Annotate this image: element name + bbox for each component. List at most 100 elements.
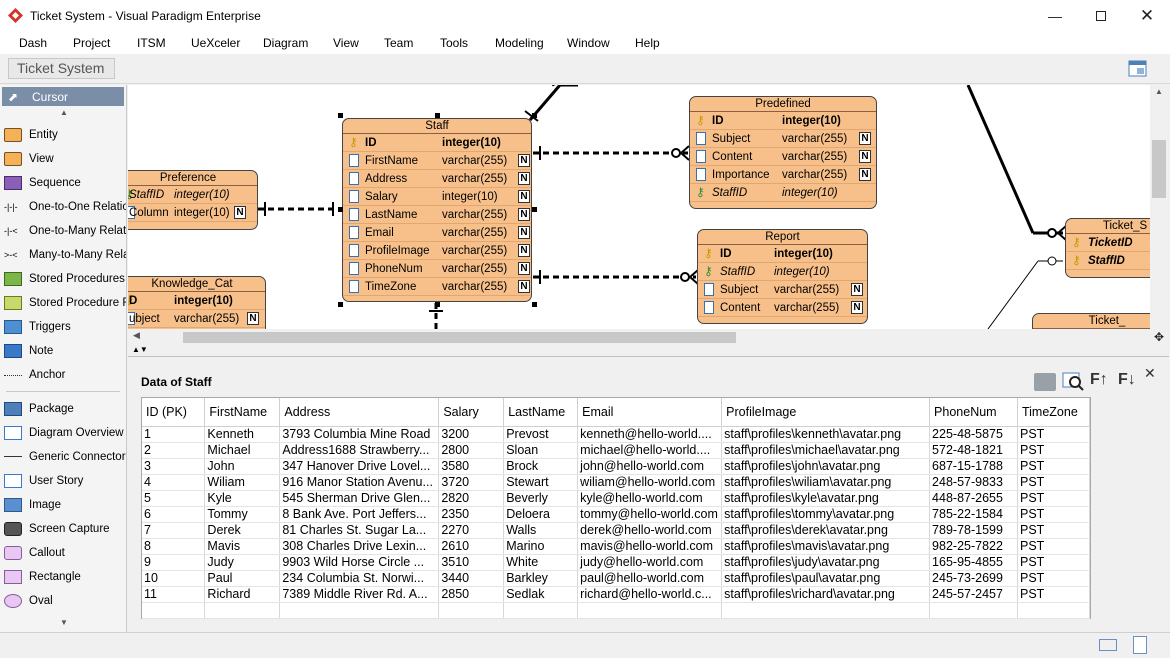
table-cell[interactable]: tommy@hello-world.com xyxy=(577,506,723,523)
table-cell[interactable]: kenneth@hello-world.... xyxy=(577,426,723,443)
table-cell[interactable]: PST xyxy=(1017,538,1091,555)
menu-help[interactable]: Help xyxy=(635,36,660,50)
table-cell[interactable]: staff\profiles\richard\avatar.png xyxy=(721,586,931,603)
table-cell[interactable]: 248-57-9833 xyxy=(929,474,1018,491)
table-cell[interactable]: Michael xyxy=(204,442,281,459)
scroll-down-icon[interactable]: ▼ xyxy=(60,618,68,627)
search-table-icon[interactable] xyxy=(1062,371,1084,391)
palette-item-one-to-many[interactable]: -|-<One-to-Many Relation xyxy=(4,225,126,237)
palette-item-callout[interactable]: Callout xyxy=(4,543,126,563)
palette-item-diagram-overview[interactable]: Diagram Overview xyxy=(4,423,126,443)
table-cell[interactable]: 3440 xyxy=(438,570,505,587)
table-cell[interactable]: PST xyxy=(1017,570,1091,587)
table-cell[interactable]: PST xyxy=(1017,586,1091,603)
table-cell[interactable]: 245-73-2699 xyxy=(929,570,1018,587)
table-cell[interactable]: richard@hello-world.c... xyxy=(577,586,723,603)
table-cell[interactable]: staff\profiles\michael\avatar.png xyxy=(721,442,931,459)
menu-diagram[interactable]: Diagram xyxy=(263,36,309,50)
palette-cursor-tool[interactable]: ⬈ Cursor xyxy=(2,87,124,106)
table-cell[interactable]: paul@hello-world.com xyxy=(577,570,723,587)
menu-itsm[interactable]: ITSM xyxy=(137,36,166,50)
menu-tools[interactable]: Tools xyxy=(440,36,469,50)
table-cell[interactable]: 448-87-2655 xyxy=(929,490,1018,507)
table-cell[interactable]: 687-15-1788 xyxy=(929,458,1018,475)
table-cell[interactable]: 3 xyxy=(142,458,206,475)
database-icon[interactable] xyxy=(1034,373,1056,391)
column-header[interactable]: LastName xyxy=(503,398,579,427)
close-pane-icon[interactable]: ✕ xyxy=(1144,365,1156,381)
menu-window[interactable]: Window xyxy=(567,36,610,50)
diagram-navigator-icon[interactable] xyxy=(1128,60,1148,78)
vertical-scroll-thumb[interactable] xyxy=(1152,140,1166,198)
table-cell[interactable]: 3200 xyxy=(438,426,505,443)
sort-descending-icon[interactable]: F↓ xyxy=(1118,371,1136,388)
scroll-up-icon[interactable]: ▲ xyxy=(60,108,68,117)
palette-item-note[interactable]: Note xyxy=(4,341,126,361)
table-cell[interactable]: Beverly xyxy=(503,490,579,507)
table-cell[interactable]: Richard xyxy=(204,586,281,603)
table-cell[interactable]: 234 Columbia St. Norwi... xyxy=(279,570,440,587)
mail-icon[interactable] xyxy=(1099,639,1117,651)
menu-dash[interactable]: Dash xyxy=(19,36,48,50)
minimize-button[interactable]: — xyxy=(1032,0,1078,32)
table-cell[interactable]: Kenneth xyxy=(204,426,281,443)
selection-handle[interactable] xyxy=(435,113,440,118)
table-cell[interactable]: 9903 Wild Horse Circle ... xyxy=(279,554,440,571)
table-cell[interactable]: 7 xyxy=(142,522,206,539)
table-cell[interactable]: judy@hello-world.com xyxy=(577,554,723,571)
table-cell[interactable]: 2820 xyxy=(438,490,505,507)
table-cell[interactable]: Sedlak xyxy=(503,586,579,603)
table-cell[interactable]: 789-78-1599 xyxy=(929,522,1018,539)
table-cell[interactable] xyxy=(721,602,931,619)
table-cell[interactable]: Sloan xyxy=(503,442,579,459)
horizontal-scroll-thumb[interactable] xyxy=(183,332,736,343)
table-cell[interactable]: PST xyxy=(1017,458,1091,475)
pan-move-icon[interactable]: ✥ xyxy=(1154,330,1165,344)
selection-handle[interactable] xyxy=(338,302,343,307)
selection-handle[interactable] xyxy=(532,207,537,212)
entity-ticket[interactable]: Ticket_ xyxy=(1032,313,1169,329)
palette-item-stored-procedures[interactable]: Stored Procedures xyxy=(4,269,126,289)
selection-handle[interactable] xyxy=(532,113,537,118)
palette-item-triggers[interactable]: Triggers xyxy=(4,317,126,337)
table-cell[interactable]: Brock xyxy=(503,458,579,475)
sort-ascending-icon[interactable]: F↑ xyxy=(1090,371,1108,388)
table-cell[interactable]: 3793 Columbia Mine Road xyxy=(279,426,440,443)
close-button[interactable]: ✕ xyxy=(1124,0,1170,32)
table-cell[interactable]: 2610 xyxy=(438,538,505,555)
table-cell[interactable] xyxy=(204,602,281,619)
diagram-vertical-scrollbar[interactable]: ▲ xyxy=(1150,85,1169,329)
table-cell[interactable]: 6 xyxy=(142,506,206,523)
selection-handle[interactable] xyxy=(338,113,343,118)
table-cell[interactable] xyxy=(577,602,723,619)
table-cell[interactable]: White xyxy=(503,554,579,571)
table-cell[interactable]: 225-48-5875 xyxy=(929,426,1018,443)
palette-item-user-story[interactable]: User Story xyxy=(4,471,126,491)
table-cell[interactable]: Address1688 Strawberry... xyxy=(279,442,440,459)
table-cell[interactable]: Barkley xyxy=(503,570,579,587)
table-cell[interactable]: staff\profiles\derek\avatar.png xyxy=(721,522,931,539)
palette-item-sequence[interactable]: Sequence xyxy=(4,173,126,193)
table-cell[interactable]: 572-48-1821 xyxy=(929,442,1018,459)
table-cell[interactable]: 2350 xyxy=(438,506,505,523)
selection-handle[interactable] xyxy=(532,302,537,307)
table-cell[interactable]: 545 Sherman Drive Glen... xyxy=(279,490,440,507)
